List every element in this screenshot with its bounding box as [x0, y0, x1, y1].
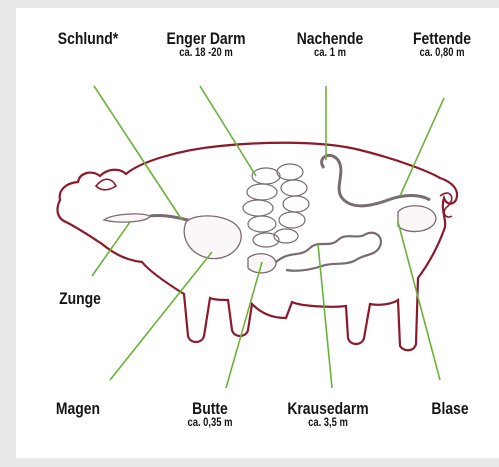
label-fettende-name: Fettende [403, 30, 482, 47]
leader-blase [398, 222, 440, 380]
pig-ear [96, 179, 116, 190]
organ-small-intestine [243, 164, 309, 247]
label-nachende-name: Nachende [291, 30, 370, 47]
label-fettende-length: ca. 0,80 m [403, 48, 482, 60]
label-schlund: Schlund* [38, 30, 138, 47]
label-zunge: Zunge [40, 290, 120, 307]
pig-outline [58, 143, 458, 351]
label-enger-darm-length: ca. 18 -20 m [158, 48, 253, 60]
label-magen-name: Magen [45, 400, 111, 417]
organ-stomach [184, 216, 241, 259]
label-nachende: Nachende ca. 1 m [282, 30, 378, 60]
organ-fat-end [388, 196, 430, 201]
label-enger-darm-name: Enger Darm [158, 30, 253, 47]
leader-zunge [92, 222, 130, 276]
leader-schlund [94, 86, 182, 220]
pig-tail [440, 193, 452, 217]
label-schlund-name: Schlund* [47, 30, 129, 47]
label-blase-name: Blase [419, 400, 481, 417]
organ-tongue [104, 214, 150, 222]
label-enger-darm: Enger Darm ca. 18 -20 m [148, 30, 264, 60]
label-blase: Blase [412, 400, 488, 417]
label-fettende: Fettende ca. 0,80 m [394, 30, 490, 60]
leader-lines [92, 86, 444, 388]
label-zunge-name: Zunge [47, 290, 113, 307]
label-nachende-length: ca. 1 m [291, 48, 370, 60]
organ-colon [276, 233, 381, 271]
label-butte: Butte ca. 0,35 m [160, 400, 260, 430]
leader-magen [110, 252, 212, 380]
organ-rectum [322, 155, 388, 205]
leader-fettende [400, 98, 444, 196]
leader-enger-darm [200, 86, 256, 176]
label-krausedarm-length: ca. 3,5 m [279, 418, 377, 430]
label-butte-name: Butte [169, 400, 251, 417]
organ-bladder [398, 206, 436, 232]
label-krausedarm-name: Krausedarm [279, 400, 377, 417]
label-magen: Magen [38, 400, 118, 417]
label-butte-length: ca. 0,35 m [169, 418, 251, 430]
label-krausedarm: Krausedarm ca. 3,5 m [268, 400, 388, 430]
